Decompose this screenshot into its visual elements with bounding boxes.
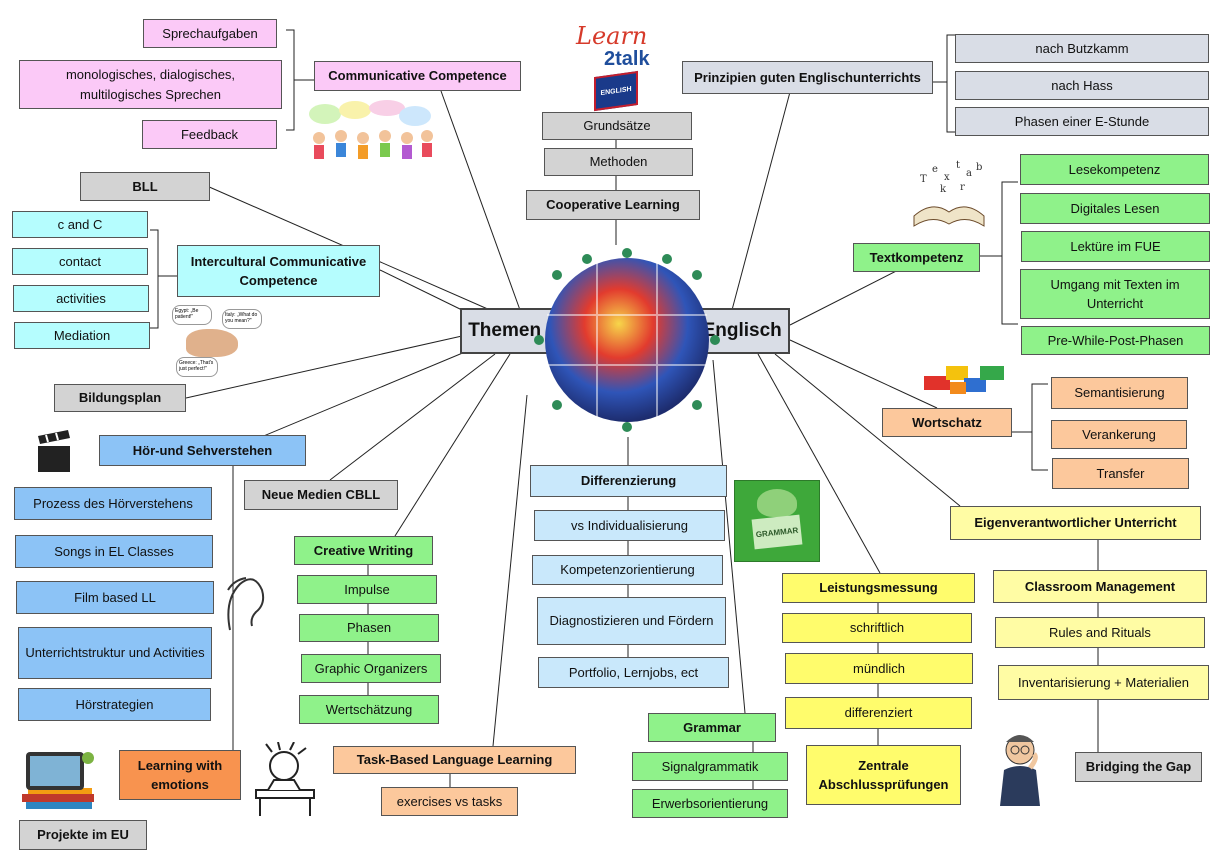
svg-text:b: b — [976, 162, 982, 173]
digitales-lesen-node[interactable]: Digitales Lesen — [1020, 193, 1210, 224]
sprechen-node[interactable]: monologisches, dialogisches, multilogisc… — [19, 60, 282, 109]
inventarisierung-node[interactable]: Inventarisierung + Materialien — [998, 665, 1209, 700]
task-based-node[interactable]: Task-Based Language Learning — [333, 746, 576, 774]
nach-hass-node[interactable]: nach Hass — [955, 71, 1209, 100]
unterrichtstruktur-node[interactable]: Unterrichtstruktur und Activities — [18, 627, 212, 679]
c-and-c-node[interactable]: c and C — [12, 211, 148, 238]
svg-text:k: k — [940, 184, 947, 195]
prinzipien-node[interactable]: Prinzipien guten Englischunterrichts — [682, 61, 933, 94]
semantisierung-node[interactable]: Semantisierung — [1051, 377, 1188, 409]
svg-text:e: e — [932, 164, 938, 175]
differenzierung-node[interactable]: Differenzierung — [530, 465, 727, 497]
lektuere-node[interactable]: Lektüre im FUE — [1021, 231, 1210, 262]
children-speech-bubbles-icon — [309, 100, 433, 159]
verankerung-node[interactable]: Verankerung — [1051, 420, 1187, 449]
grammar-yoda-icon: GRAMMAR — [734, 480, 820, 562]
tablet-books-icon — [22, 752, 94, 809]
portfolio-node[interactable]: Portfolio, Lernjobs, ect — [538, 657, 729, 688]
learn2talk-logo: Learn 2talk ENGLISH — [576, 22, 664, 112]
umgang-texten-node[interactable]: Umgang mit Texten im Unterricht — [1020, 269, 1210, 319]
signalgrammatik-node[interactable]: Signalgrammatik — [632, 752, 788, 781]
pre-while-post-node[interactable]: Pre-While-Post-Phasen — [1021, 326, 1210, 355]
nach-butzkamm-node[interactable]: nach Butzkamm — [955, 34, 1209, 63]
speaking-hand-icon: Egypt: „Be patient!" Italy: „What do you… — [170, 305, 266, 379]
exercises-tasks-node[interactable]: exercises vs tasks — [381, 787, 518, 816]
eigenverantwortlicher-node[interactable]: Eigenverantwortlicher Unterricht — [950, 506, 1201, 540]
cooperative-learning-node[interactable]: Cooperative Learning — [526, 190, 700, 220]
differenziert-node[interactable]: differenziert — [785, 697, 972, 729]
svg-text:a: a — [966, 168, 972, 179]
bubble-egypt: Egypt: „Be patient!" — [172, 305, 212, 325]
sprechaufgaben-node[interactable]: Sprechaufgaben — [143, 19, 277, 48]
creative-writing-node[interactable]: Creative Writing — [294, 536, 433, 565]
film-based-node[interactable]: Film based LL — [16, 581, 214, 614]
bildungsplan-node[interactable]: Bildungsplan — [54, 384, 186, 412]
impulse-node[interactable]: Impulse — [297, 575, 437, 604]
leistungsmessung-node[interactable]: Leistungsmessung — [782, 573, 975, 603]
svg-text:t: t — [956, 160, 960, 171]
zentrale-abschluss-node[interactable]: Zentrale Abschlussprüfungen — [806, 745, 961, 805]
classroom-management-node[interactable]: Classroom Management — [993, 570, 1207, 603]
globe-children-icon — [534, 248, 720, 432]
bll-node[interactable]: BLL — [80, 172, 210, 201]
activities-node[interactable]: activities — [13, 285, 149, 312]
methoden-node[interactable]: Methoden — [544, 148, 693, 176]
prozess-hoerverstehen-node[interactable]: Prozess des Hörverstehens — [14, 487, 212, 520]
wortschatz-node[interactable]: Wortschatz — [882, 408, 1012, 437]
stressed-student-icon — [255, 742, 315, 816]
graphic-organizers-node[interactable]: Graphic Organizers — [301, 654, 441, 683]
rules-rituals-node[interactable]: Rules and Rituals — [995, 617, 1205, 648]
grammar-node[interactable]: Grammar — [648, 713, 776, 742]
transfer-node[interactable]: Transfer — [1052, 458, 1189, 489]
lego-bricks-icon — [924, 366, 1004, 394]
hoerstrategien-node[interactable]: Hörstrategien — [18, 688, 211, 721]
projekte-eu-node[interactable]: Projekte im EU — [19, 820, 147, 850]
mediation-node[interactable]: Mediation — [14, 322, 150, 349]
diagnostizieren-node[interactable]: Diagnostizieren und Fördern — [537, 597, 726, 645]
logo-talk-text: 2talk — [604, 48, 650, 70]
logo-book-text: ENGLISH — [594, 70, 638, 112]
clapperboard-icon — [38, 430, 70, 472]
logo-learn-text: Learn — [576, 22, 648, 50]
intercultural-competence-node[interactable]: Intercultural Communicative Competence — [177, 245, 380, 297]
hoer-sehverstehen-node[interactable]: Hör-und Sehverstehen — [99, 435, 306, 466]
phasen-e-stunde-node[interactable]: Phasen einer E-Stunde — [955, 107, 1209, 136]
muendlich-node[interactable]: mündlich — [785, 653, 973, 684]
grundsaetze-node[interactable]: Grundsätze — [542, 112, 692, 140]
feedback-node[interactable]: Feedback — [142, 120, 277, 149]
erwerbsorientierung-node[interactable]: Erwerbsorientierung — [632, 789, 788, 818]
listening-ear-icon — [227, 577, 265, 631]
songs-node[interactable]: Songs in EL Classes — [15, 535, 213, 568]
phasen-node[interactable]: Phasen — [299, 614, 439, 642]
learning-emotions-node[interactable]: Learning with emotions — [119, 750, 241, 800]
textkompetenz-node[interactable]: Textkompetenz — [853, 243, 980, 272]
wertschaetzung-node[interactable]: Wertschätzung — [299, 695, 439, 724]
communicative-competence-node[interactable]: Communicative Competence — [314, 61, 521, 91]
grammar-book-label: GRAMMAR — [751, 514, 803, 550]
neue-medien-node[interactable]: Neue Medien CBLL — [244, 480, 398, 510]
svg-text:T: T — [920, 174, 927, 185]
bridging-gap-node[interactable]: Bridging the Gap — [1075, 752, 1202, 782]
lesekompetenz-node[interactable]: Lesekompetenz — [1020, 154, 1209, 185]
schriftlich-node[interactable]: schriftlich — [782, 613, 972, 643]
svg-text:x: x — [944, 172, 950, 183]
svg-text:r: r — [960, 182, 965, 193]
thinking-professor-icon — [1000, 735, 1040, 806]
bubble-greece: Greece: „That's just perfect!" — [176, 357, 218, 377]
bubble-italy: Italy: „What do you mean?" — [222, 309, 262, 329]
individualisierung-node[interactable]: vs Individualisierung — [534, 510, 725, 541]
kompetenzorientierung-node[interactable]: Kompetenzorientierung — [532, 555, 723, 585]
contact-node[interactable]: contact — [12, 248, 148, 275]
